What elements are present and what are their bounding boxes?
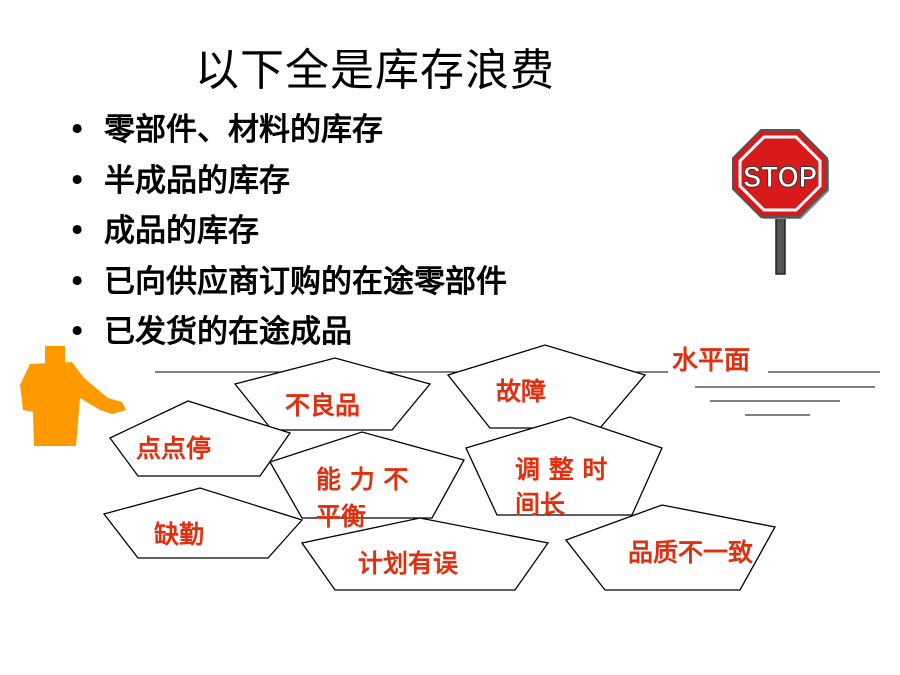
bullet-dot: •	[68, 213, 87, 249]
rock-defective	[233, 357, 432, 431]
rock-label: 故障	[496, 377, 546, 406]
bullet-item: • 成品的库存	[68, 209, 507, 260]
bullet-list: • 零部件、材料的库存 • 半成品的库存 • 成品的库存 • 已向供应商订购的在途零部件…	[68, 108, 507, 361]
slide-title: 以下全是库存浪费	[195, 45, 555, 96]
bullet-dot: •	[68, 263, 87, 300]
rock-planning	[300, 517, 550, 591]
rock-label: 计划有误	[358, 549, 459, 578]
bullet-item: • 已发货的在途成品	[68, 310, 507, 361]
rock-label: 点点停	[136, 434, 211, 463]
rock-label: 能 力 不	[316, 465, 408, 494]
rock-capacity	[269, 431, 465, 519]
rock-changeover	[465, 416, 663, 516]
water-label-bg	[668, 340, 768, 374]
stop-sign-text: STOP	[743, 161, 817, 194]
stop-sign-post	[775, 211, 786, 275]
bullet-text: 已向供应商订购的在途零部件	[104, 263, 507, 300]
rock-stoppage	[109, 400, 292, 477]
rock-label: 间长	[515, 490, 566, 519]
stop-sign-border	[738, 135, 822, 212]
rock-label: 平衡	[316, 502, 366, 531]
bullet-dot: •	[68, 112, 87, 148]
person-neck	[45, 346, 65, 364]
rock-label: 品质不一致	[628, 538, 754, 567]
bullet-text: 已发货的在途成品	[104, 314, 352, 350]
bullet-text: 半成品的库存	[104, 162, 290, 199]
bullet-text: 成品的库存	[104, 213, 259, 249]
bullet-dot: •	[68, 314, 87, 350]
person-icon	[20, 346, 126, 446]
stop-sign: STOP	[732, 129, 829, 275]
bullet-item: • 半成品的库存	[68, 159, 507, 210]
rock-quality	[564, 504, 777, 591]
rock-label: 调 整 时	[515, 455, 607, 484]
rock-label: 不良品	[285, 391, 360, 420]
bullet-item: • 零部件、材料的库存	[68, 108, 507, 159]
stop-sign-octagon	[732, 129, 828, 218]
bullet-text: 零部件、材料的库存	[104, 112, 383, 148]
rock-label: 缺勤	[154, 520, 204, 549]
rock-absence	[102, 487, 304, 559]
water-level-label: 水平面	[672, 346, 750, 376]
bullet-dot: •	[68, 162, 87, 199]
rock-breakdown	[446, 344, 647, 429]
bullet-item: • 已向供应商订购的在途零部件	[68, 260, 507, 311]
person-body	[20, 362, 126, 446]
